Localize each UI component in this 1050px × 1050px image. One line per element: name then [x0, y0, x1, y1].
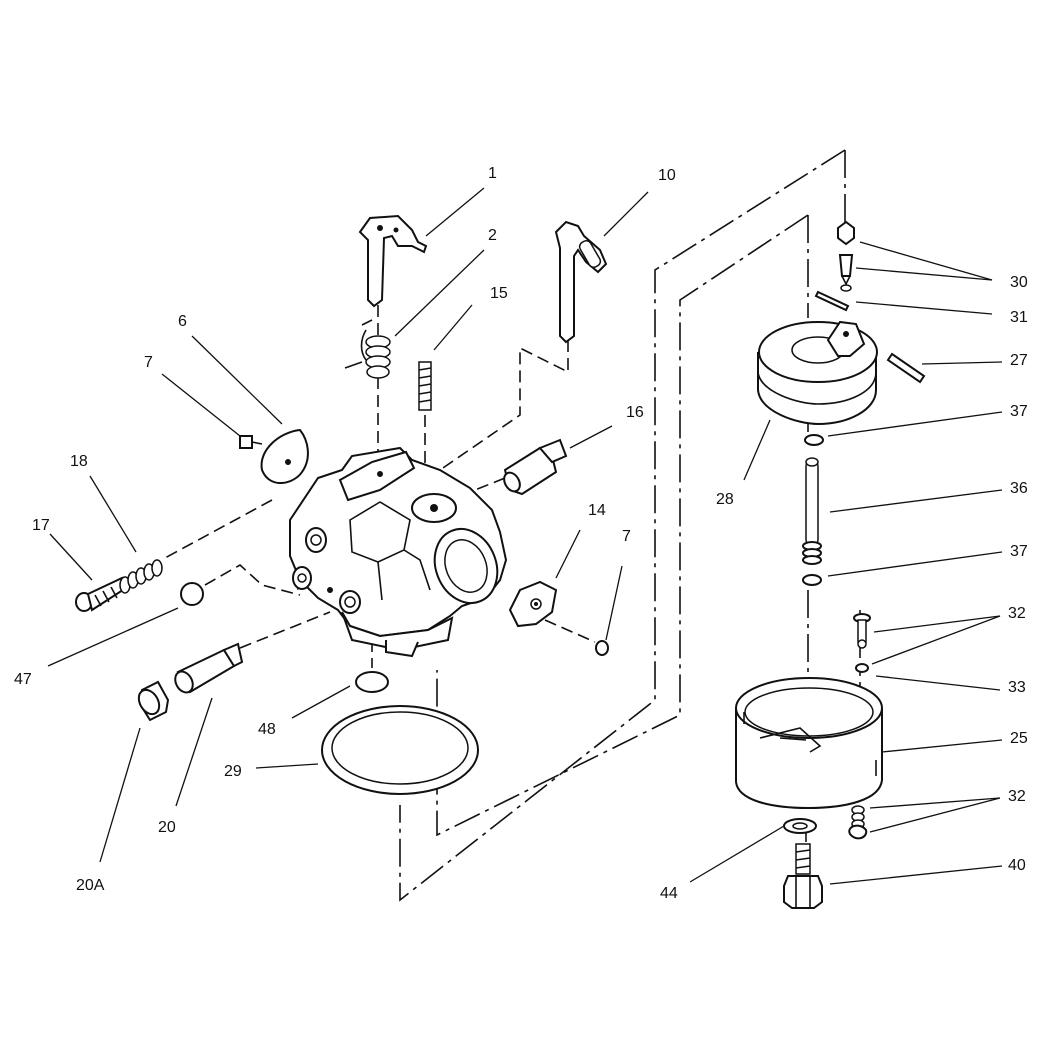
callout-label-32-lower: 32 — [1008, 788, 1026, 805]
callout-label-14: 14 — [588, 502, 606, 519]
throttle-plate-part — [239, 428, 309, 484]
callout-label-18: 18 — [70, 453, 88, 470]
carburetor-body-part — [289, 446, 508, 658]
cap-part — [137, 680, 170, 722]
needle-valve-part — [837, 220, 855, 292]
callout-label-36: 36 — [1010, 480, 1028, 497]
nozzle-part — [802, 457, 822, 565]
callout-label-33: 33 — [1008, 679, 1026, 696]
float-part — [757, 320, 878, 426]
drain-pin-part — [853, 613, 871, 649]
o-ring-part — [180, 582, 204, 606]
callout-label-28: 28 — [716, 491, 734, 508]
clip-part — [814, 290, 850, 312]
callout-label-20a: 20A — [76, 877, 105, 894]
washer-part — [804, 434, 824, 446]
choke-shaft-part — [358, 214, 428, 308]
callout-label-7: 7 — [144, 354, 153, 371]
callout-label-31: 31 — [1010, 309, 1028, 326]
throttle-shaft-part — [554, 220, 608, 344]
callout-label-48: 48 — [258, 721, 276, 738]
callout-label-27: 27 — [1010, 352, 1028, 369]
callout-label-30: 30 — [1010, 274, 1028, 291]
callout-label-20: 20 — [158, 819, 176, 836]
idle-needle-part — [75, 576, 128, 612]
callout-label-17: 17 — [32, 517, 50, 534]
leader-lines — [47, 187, 1003, 885]
main-jet-part — [174, 642, 244, 694]
callout-label-29: 29 — [224, 763, 242, 780]
float-bowl-part — [735, 677, 883, 810]
callout-label-2: 2 — [488, 227, 497, 244]
callout-label-1: 1 — [488, 165, 497, 182]
callout-label-37-lower: 37 — [1010, 543, 1028, 560]
bowl-spring-part — [848, 805, 868, 840]
callout-label-37: 37 — [1010, 403, 1028, 420]
callout-label-6: 6 — [178, 313, 187, 330]
washer-part — [855, 663, 869, 673]
cover-plate-part — [508, 580, 609, 656]
bowl-nut-part — [783, 843, 823, 909]
fuel-fitting-part — [503, 438, 568, 496]
washer-part — [802, 574, 822, 586]
seal-part — [355, 671, 389, 693]
callout-label-44: 44 — [660, 885, 678, 902]
idle-screw-part — [418, 361, 432, 411]
callout-label-16: 16 — [626, 404, 644, 421]
callout-label-10: 10 — [658, 167, 676, 184]
needle-spring-part — [119, 559, 163, 594]
float-pin-part — [886, 352, 926, 384]
bowl-washer-part — [783, 818, 817, 834]
callout-label-32: 32 — [1008, 605, 1026, 622]
callout-label-7-lower: 7 — [622, 528, 631, 545]
callout-label-47: 47 — [14, 671, 32, 688]
choke-spring-part — [344, 319, 391, 379]
callout-label-15: 15 — [490, 285, 508, 302]
callout-label-25: 25 — [1010, 730, 1028, 747]
bowl-gasket-part — [321, 705, 479, 795]
callout-label-40: 40 — [1008, 857, 1026, 874]
